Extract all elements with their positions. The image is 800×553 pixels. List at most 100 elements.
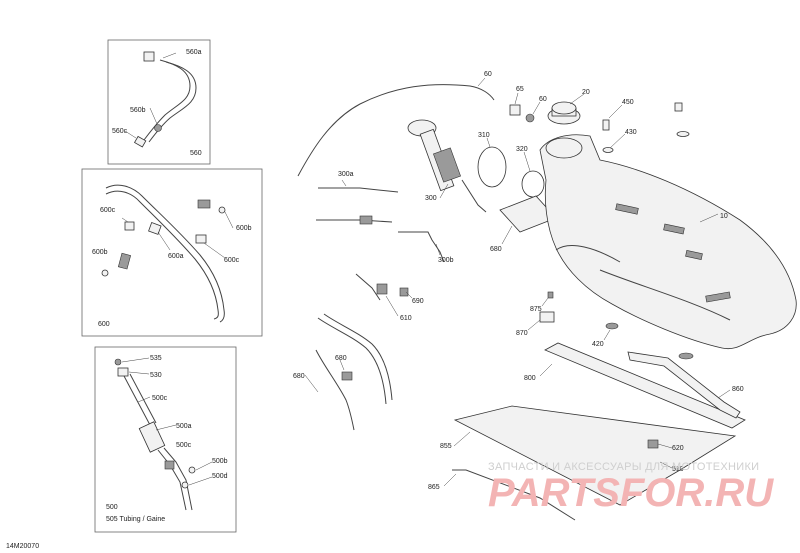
label-600a: 600a [168,253,184,260]
part-430 [602,147,614,153]
fitting-560a [143,51,155,62]
label-65: 65 [516,86,524,93]
label-690: 690 [412,298,424,305]
filter-500a [138,421,166,453]
label-620: 620 [672,445,684,452]
label-680-harness: 680 [335,355,347,362]
clamp-600c-2 [195,234,207,244]
watermark-brand: PARTSFOR.RU [488,471,774,515]
part-620 [647,439,659,449]
label-560b: 560b [130,107,146,114]
label-10: 10 [720,213,728,220]
inset-box-500 [94,346,237,533]
fuel-line-500 [114,358,196,511]
clip-680 [341,371,353,381]
label-680-clip: 680 [293,373,305,380]
label-300: 300 [425,195,437,202]
grommet-top [674,102,683,112]
label-300b: 300b [438,257,454,264]
label-box-600: 600 [98,321,110,328]
label-300a: 300a [338,171,354,178]
connector-690 [399,287,409,297]
label-860: 860 [732,386,744,393]
label-430: 430 [625,129,637,136]
label-600b-2: 600b [236,225,252,232]
label-box-500: 500 [106,504,118,511]
label-800: 800 [524,375,536,382]
label-500d: 500d [212,473,228,480]
fuel-cap-20 [547,101,581,125]
washer-600b [101,269,109,277]
label-500a: 500a [176,423,192,430]
label-500c-2: 500c [176,442,192,449]
hose-300b [398,231,445,263]
part-60 [525,113,535,123]
clamp-600c-1 [124,221,135,231]
label-510: 510 [672,466,684,473]
label-600b-1: 600b [92,249,108,256]
label-560a: 560a [186,49,202,56]
label-530: 530 [150,372,162,379]
label-60: 60 [539,96,547,103]
clamp-535 [114,358,122,366]
watermark-tagline: ЗАПЧАСТИ И АКСЕССУАРЫ ДЛЯ МОТОТЕХНИКИ [488,461,759,473]
label-420: 420 [592,341,604,348]
washer-600c [218,206,226,214]
label-870: 870 [516,330,528,337]
label-320: 320 [516,146,528,153]
clamp-530 [117,367,129,377]
label-450: 450 [622,99,634,106]
label-855: 855 [440,443,452,450]
clamp-500b [188,466,196,474]
seal-310 [477,146,507,188]
label-535: 535 [150,355,162,362]
label-560c: 560c [112,128,128,135]
valve-600b-2 [197,199,211,209]
part-450 [602,119,610,131]
part-65 [509,104,521,116]
label-20: 20 [582,89,590,96]
label-680-gasket: 680 [490,246,502,253]
fuel-tank-10 [539,134,797,350]
tube-600 [101,184,226,323]
label-600c-1: 600c [100,207,116,214]
label-box-505: 505 Tubing / Gaine [106,516,165,523]
bracket-860 [627,351,741,419]
harness-300a [318,187,399,193]
valve-600b-1 [117,252,132,270]
clamp-500d [181,481,189,489]
hose-560 [133,51,197,148]
label-500b: 500b [212,458,228,465]
ring-320 [521,170,545,198]
inset-box-560 [107,39,211,165]
grommet-rear [678,352,694,360]
bar-865 [452,469,576,521]
label-610: 610 [400,315,412,322]
harness-610 [317,273,393,405]
label-box-560: 560 [190,150,202,157]
label-60-hose: 60 [484,71,492,78]
label-500c-1: 500c [152,395,168,402]
strap-800 [544,342,746,429]
screw-875 [547,291,554,299]
sleeve-600a [148,222,162,235]
plate-855 [453,405,737,506]
clamp-560b [154,124,162,132]
washer-top [676,131,690,137]
figure-id: 14M20070 [6,543,39,550]
label-310: 310 [478,132,490,139]
sensor-rod [316,219,393,223]
clamp-500c [164,460,175,470]
vent-hose-60 [297,84,495,177]
grommet-420 [605,322,619,330]
connector-560c [133,135,147,148]
label-875: 875 [530,306,542,313]
sensor-head [359,215,373,225]
bracket-870 [539,311,555,323]
inset-box-600 [81,168,263,337]
label-865: 865 [428,484,440,491]
harness-680 [315,349,355,431]
fuel-pump-300 [407,119,487,213]
label-600c-2: 600c [224,257,240,264]
